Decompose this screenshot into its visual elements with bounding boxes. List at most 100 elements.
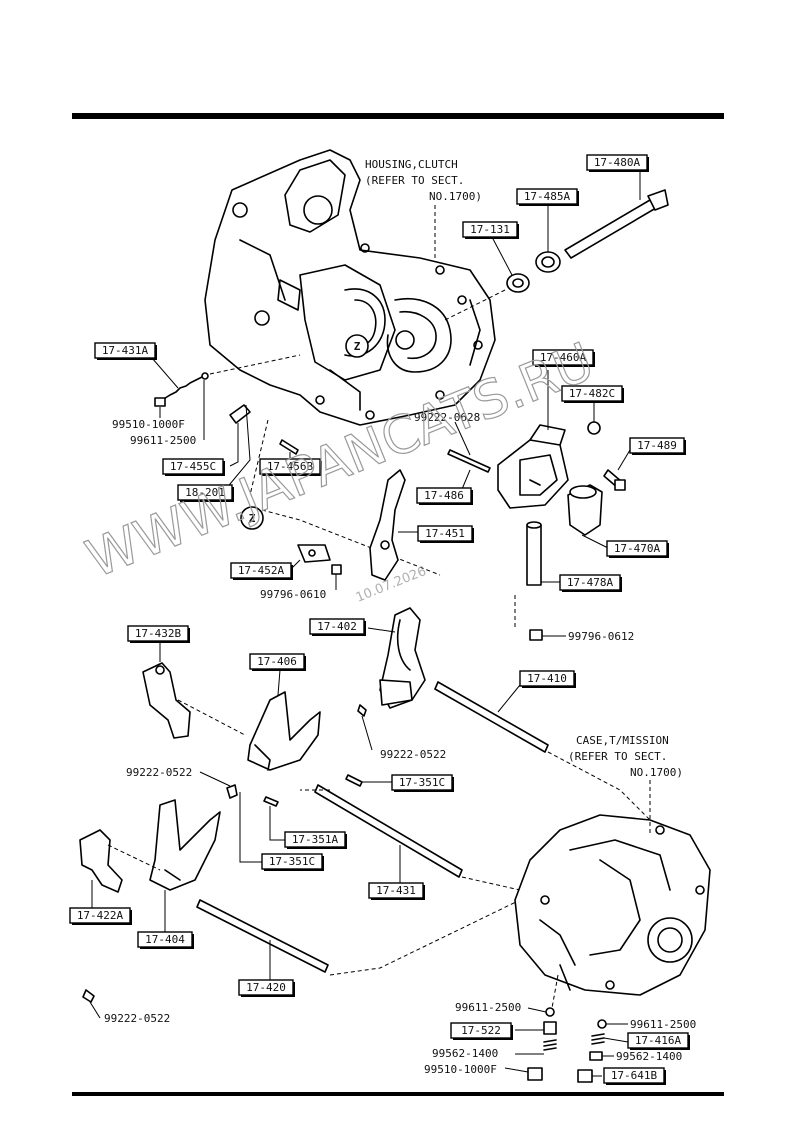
label-17-131: 17-131 <box>462 221 519 239</box>
label-17-351C-a: 17-351C <box>391 774 454 792</box>
ref-mark-z2: Z <box>240 506 264 530</box>
svg-text:17-452A: 17-452A <box>238 564 285 577</box>
svg-text:17-404: 17-404 <box>145 933 185 946</box>
label-99611-2500-c: 99611-2500 <box>630 1018 696 1031</box>
label-17-641B: 17-641B <box>603 1067 666 1085</box>
svg-text:17-456B: 17-456B <box>267 460 314 473</box>
label-17-470A: 17-470A <box>606 540 669 558</box>
svg-text:17-470A: 17-470A <box>614 542 661 555</box>
detent-stack-left <box>504 974 559 1081</box>
label-99510-1000F-b: 99510-1000F <box>424 1063 497 1076</box>
label-17-416A: 17-416A <box>627 1032 690 1050</box>
case-transmission-note: CASE,T/MISSION (REFER TO SECT. NO.1700) <box>568 734 683 835</box>
label-17-420: 17-420 <box>238 979 295 997</box>
pin-99222-0522-b <box>357 704 373 751</box>
svg-text:HOUSING,CLUTCH: HOUSING,CLUTCH <box>365 158 458 171</box>
svg-text:17-486: 17-486 <box>424 489 464 502</box>
switch-17-470A <box>567 484 609 549</box>
label-17-485A: 17-485A <box>516 188 579 206</box>
svg-text:17-485A: 17-485A <box>524 190 571 203</box>
svg-text:NO.1700): NO.1700) <box>429 190 482 203</box>
label-17-478A: 17-478A <box>559 574 622 592</box>
svg-text:17-480A: 17-480A <box>594 156 641 169</box>
svg-text:17-431A: 17-431A <box>102 344 149 357</box>
label-17-522: 17-522 <box>450 1022 513 1040</box>
rod-17-478A <box>514 521 560 630</box>
bolt-99796-0612 <box>529 629 566 641</box>
svg-text:17-406: 17-406 <box>257 655 297 668</box>
svg-text:17-641B: 17-641B <box>611 1069 658 1082</box>
label-99796-0610: 99796-0610 <box>260 588 326 601</box>
svg-text:17-455C: 17-455C <box>170 460 216 473</box>
fork-17-402 <box>367 607 426 709</box>
svg-text:Z: Z <box>354 340 361 353</box>
svg-text:17-351C: 17-351C <box>269 855 315 868</box>
fork-17-406 <box>247 669 321 771</box>
pin-99222-0522-a <box>199 771 238 799</box>
axis-lower-left <box>249 419 441 576</box>
svg-text:17-422A: 17-422A <box>77 909 124 922</box>
lever-17-422A <box>79 829 161 908</box>
leader-17-351C-b <box>239 792 262 863</box>
label-99510-1000F-a: 99510-1000F <box>112 418 185 431</box>
bolt-99796-0610 <box>331 564 342 590</box>
lever-17-432B <box>142 640 246 739</box>
label-99796-0612: 99796-0612 <box>568 630 634 643</box>
lever-17-451 <box>369 469 418 581</box>
svg-text:17-410: 17-410 <box>527 672 567 685</box>
pin-17-351A <box>263 796 285 841</box>
label-99222-0522-a: 99222-0522 <box>126 766 192 779</box>
label-17-489: 17-489 <box>629 437 686 455</box>
svg-text:17-478A: 17-478A <box>567 576 614 589</box>
top-rule <box>72 113 724 119</box>
svg-text:17-451: 17-451 <box>425 527 465 540</box>
leader-18-201 <box>224 404 251 491</box>
washer-17-482C <box>587 402 601 435</box>
label-17-455C: 17-455C <box>162 458 225 476</box>
label-17-432B: 17-432B <box>127 625 190 643</box>
label-17-410: 17-410 <box>519 670 576 688</box>
bolt-17-489 <box>603 449 631 491</box>
label-17-452A: 17-452A <box>230 562 293 580</box>
pin-99222-0522-c <box>82 989 101 1019</box>
sleeve-17-455C <box>229 404 251 467</box>
axis-lower-connectors <box>300 751 661 976</box>
svg-text:17-522: 17-522 <box>461 1024 501 1037</box>
label-17-422A: 17-422A <box>69 907 132 925</box>
pin-17-351C-a <box>345 774 392 787</box>
label-17-486: 17-486 <box>416 487 473 505</box>
seal-17-131 <box>491 236 530 293</box>
svg-text:17-420: 17-420 <box>246 981 286 994</box>
label-17-460A: 17-460A <box>532 349 595 367</box>
label-99222-0522-b: 99222-0522 <box>380 748 446 761</box>
label-17-482C: 17-482C <box>561 385 624 403</box>
label-99222-0628: 99222-0628 <box>414 411 480 424</box>
label-17-431A: 17-431A <box>94 342 157 360</box>
spring-bolt-17-431A <box>151 354 301 440</box>
label-17-402: 17-402 <box>309 618 366 636</box>
fork-17-404 <box>149 799 221 932</box>
svg-text:(REFER TO SECT.: (REFER TO SECT. <box>568 750 667 763</box>
label-17-451: 17-451 <box>417 525 474 543</box>
label-17-351C-b: 17-351C <box>261 853 324 871</box>
svg-text:17-351A: 17-351A <box>292 833 339 846</box>
bushing-17-485A <box>535 204 561 273</box>
transmission-case-drawing <box>514 814 711 996</box>
rod-17-480A <box>564 170 669 259</box>
shaft-17-410 <box>434 681 549 753</box>
svg-text:18-201: 18-201 <box>185 486 225 499</box>
label-17-456B: 17-456B <box>259 458 322 476</box>
label-17-406: 17-406 <box>249 653 306 671</box>
label-17-404: 17-404 <box>137 931 194 949</box>
label-99562-1400-b: 99562-1400 <box>616 1050 682 1063</box>
svg-text:17-482C: 17-482C <box>569 387 615 400</box>
svg-text:17-131: 17-131 <box>470 223 510 236</box>
svg-text:17-432B: 17-432B <box>135 627 182 640</box>
label-17-480A: 17-480A <box>586 154 649 172</box>
bracket-17-452A <box>291 544 331 569</box>
label-99222-0522-c: 99222-0522 <box>104 1012 170 1025</box>
housing-clutch-note: HOUSING,CLUTCH (REFER TO SECT. NO.1700) <box>365 158 482 262</box>
svg-text:NO.1700): NO.1700) <box>630 766 683 779</box>
svg-text:17-402: 17-402 <box>317 620 357 633</box>
